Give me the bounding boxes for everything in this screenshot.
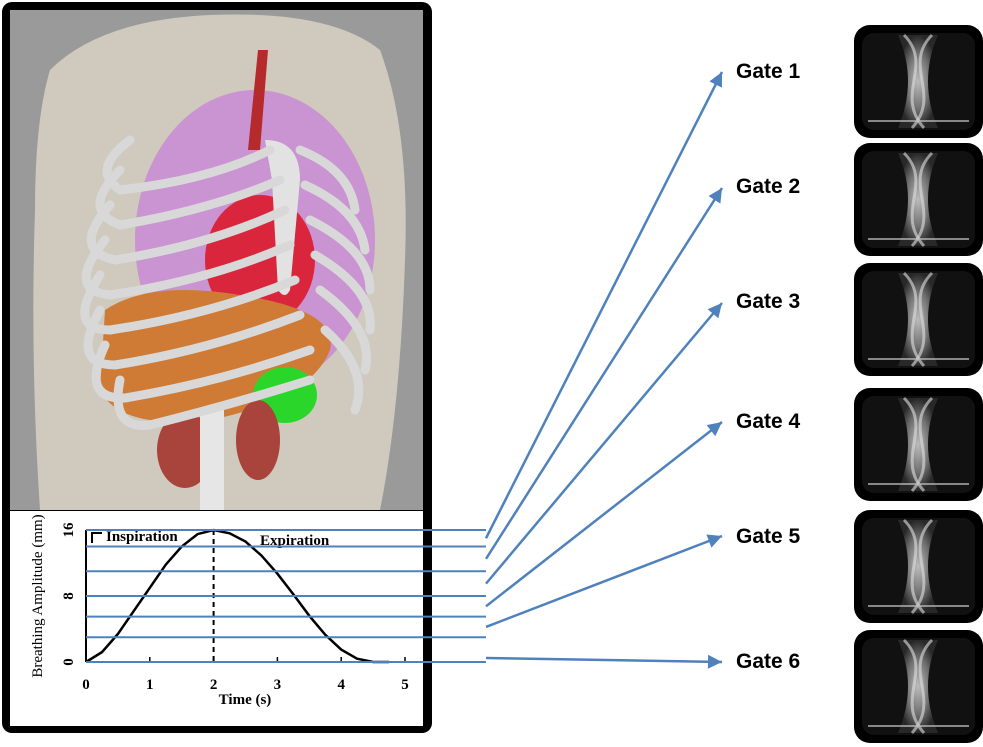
gate-arrow-line bbox=[486, 303, 722, 584]
gate-arrows bbox=[486, 72, 722, 669]
gate-arrow-line bbox=[486, 188, 722, 559]
gate-arrow-line bbox=[486, 536, 722, 627]
x-tick-label: 5 bbox=[401, 677, 409, 693]
x-tick-label: 1 bbox=[146, 677, 154, 693]
gate-arrow-head bbox=[707, 422, 722, 436]
gate-5-projection-image bbox=[854, 510, 983, 623]
x-axis-label: Time (s) bbox=[219, 692, 272, 708]
x-tick-label: 2 bbox=[210, 677, 218, 693]
gate-level-lines bbox=[86, 530, 486, 662]
x-tick-label: 0 bbox=[82, 677, 90, 693]
y-tick-label: 16 bbox=[61, 522, 77, 538]
gate-4-projection-image bbox=[854, 388, 983, 501]
gate-1-label: Gate 1 bbox=[736, 60, 800, 84]
gate-arrow-line bbox=[486, 422, 722, 606]
gate-3-projection-image bbox=[854, 263, 983, 376]
y-tick-label: 8 bbox=[61, 592, 77, 600]
gate-arrow-line bbox=[486, 72, 722, 538]
gate-2-projection-image bbox=[854, 143, 983, 256]
x-tick-label: 3 bbox=[274, 677, 282, 693]
gate-6-projection-image bbox=[854, 630, 983, 743]
y-tick-label: 0 bbox=[61, 658, 77, 666]
phase-label-inspiration: Inspiration bbox=[106, 529, 178, 545]
gate-4-label: Gate 4 bbox=[736, 410, 800, 434]
y-axis-label: Breathing Amplitude (mm) bbox=[30, 514, 46, 677]
gate-5-label: Gate 5 bbox=[736, 525, 800, 549]
gate-arrow-head bbox=[708, 655, 722, 669]
gate-6-label: Gate 6 bbox=[736, 650, 800, 674]
gate-arrow-line bbox=[486, 658, 722, 662]
gate-3-label: Gate 3 bbox=[736, 290, 800, 314]
gate-2-label: Gate 2 bbox=[736, 175, 800, 199]
gate-arrow-head bbox=[709, 188, 722, 204]
gate-1-projection-image bbox=[854, 25, 983, 138]
x-tick-label: 4 bbox=[337, 677, 345, 693]
inspiration-marker bbox=[92, 533, 102, 543]
